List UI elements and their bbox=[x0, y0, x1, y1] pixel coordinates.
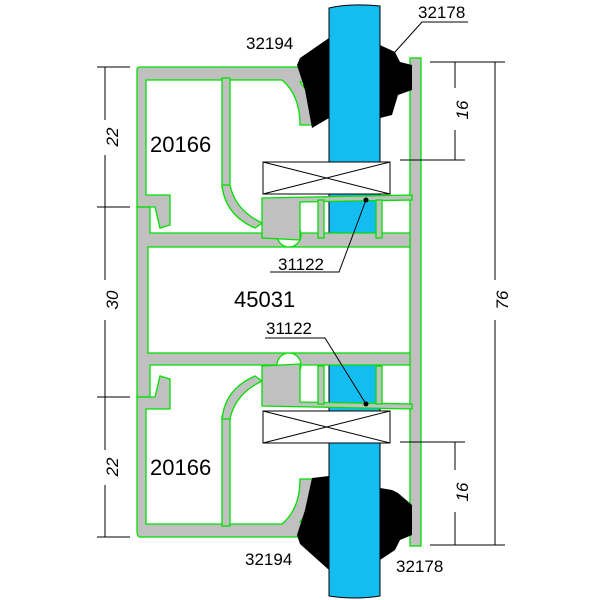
label-gasket-outer-bottom: 32194 bbox=[245, 550, 292, 569]
gasket-inner-top bbox=[380, 45, 412, 118]
dim-right-bottom: 16 bbox=[453, 482, 472, 501]
gasket-inner-bottom bbox=[380, 488, 412, 560]
label-gasket-inner-bottom: 32178 bbox=[396, 557, 443, 576]
gasket-outer-bottom bbox=[297, 476, 329, 570]
setting-block-top bbox=[262, 161, 391, 195]
label-sash-top: 20166 bbox=[150, 132, 211, 157]
dim-left-bottom: 22 bbox=[103, 457, 122, 477]
label-block-top: 31122 bbox=[278, 255, 324, 274]
dim-left-top: 22 bbox=[103, 127, 122, 147]
frame-profile bbox=[136, 57, 422, 547]
label-block-bottom: 31122 bbox=[266, 319, 312, 338]
dimension-lines-right bbox=[400, 61, 505, 546]
label-gasket-outer-top: 32194 bbox=[246, 34, 293, 53]
label-gasket-inner-top: 32178 bbox=[418, 3, 465, 22]
dim-right-total: 76 bbox=[493, 290, 512, 309]
gasket-outer-top bbox=[297, 38, 329, 128]
setting-block-bottom bbox=[262, 410, 391, 444]
dim-left-middle: 30 bbox=[103, 290, 122, 309]
dimension-lines-left bbox=[97, 66, 130, 538]
sash-profile-bottom bbox=[136, 363, 413, 538]
dim-right-top: 16 bbox=[453, 100, 472, 119]
label-sash-bottom: 20166 bbox=[150, 455, 211, 480]
label-frame: 45031 bbox=[234, 287, 295, 312]
